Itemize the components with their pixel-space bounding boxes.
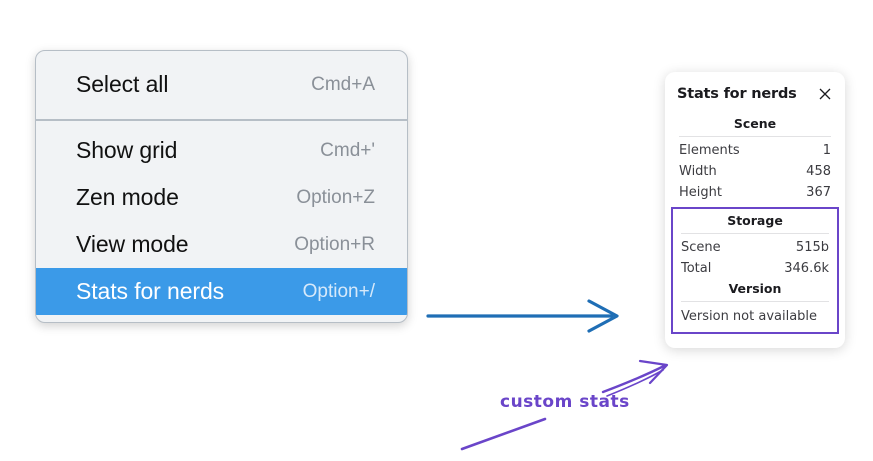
stats-for-nerds-panel: Stats for nerds Scene Elements 1 Width 4… [665, 72, 845, 348]
stat-value: 458 [806, 164, 831, 179]
menu-item-view-mode[interactable]: View mode Option+R [36, 221, 407, 268]
stat-value: 367 [806, 185, 831, 200]
purple-underline-stroke [460, 417, 547, 451]
menu-item-shortcut: Option+Z [296, 186, 375, 208]
stat-label: Width [679, 164, 717, 179]
annotation-label: custom stats [500, 392, 630, 412]
section-heading: Scene [733, 116, 777, 131]
stat-value: 346.6k [784, 261, 829, 276]
custom-stats-highlight-box: Storage Scene 515b Total 346.6k Version … [671, 207, 839, 334]
stat-row: Scene 515b [679, 237, 831, 258]
section-heading: Version [728, 281, 782, 296]
menu-item-stats-for-nerds[interactable]: Stats for nerds Option+/ [36, 268, 407, 315]
menu-item-label: Zen mode [76, 184, 179, 210]
menu-item-shortcut: Option+R [294, 233, 375, 255]
stat-label: Elements [679, 143, 740, 158]
stats-section-version: Version Version not available [679, 279, 831, 326]
panel-title: Stats for nerds [677, 86, 797, 102]
section-rule [681, 233, 829, 234]
context-menu[interactable]: Select all Cmd+A Show grid Cmd+' Zen mod… [35, 50, 408, 323]
menu-group-primary: Select all Cmd+A [36, 51, 407, 119]
stats-section-scene: Scene Elements 1 Width 458 Height 367 [677, 114, 833, 203]
stat-value: 1 [822, 143, 831, 158]
stats-section-storage: Storage Scene 515b Total 346.6k [679, 211, 831, 279]
stat-row: Width 458 [677, 161, 833, 182]
stat-row: Total 346.6k [679, 258, 831, 279]
menu-item-shortcut: Cmd+' [320, 139, 375, 161]
menu-item-zen-mode[interactable]: Zen mode Option+Z [36, 174, 407, 221]
stat-row: Elements 1 [677, 140, 833, 161]
menu-item-label: Select all [76, 71, 169, 97]
stat-value: 515b [795, 240, 829, 255]
section-heading: Storage [727, 213, 783, 228]
blue-arrow [426, 299, 619, 333]
stat-label: Scene [681, 240, 721, 255]
menu-item-label: View mode [76, 231, 189, 257]
close-icon[interactable] [817, 86, 833, 102]
stat-label: Total [681, 261, 712, 276]
menu-item-shortcut: Option+/ [302, 280, 375, 302]
menu-item-shortcut: Cmd+A [311, 73, 375, 95]
version-note: Version not available [681, 309, 818, 324]
panel-header: Stats for nerds [677, 86, 833, 102]
menu-item-select-all[interactable]: Select all Cmd+A [36, 61, 407, 108]
menu-group-view: Show grid Cmd+' Zen mode Option+Z View m… [36, 121, 407, 322]
purple-arrow [601, 359, 669, 397]
menu-item-label: Stats for nerds [76, 278, 225, 304]
menu-divider [36, 119, 407, 121]
menu-item-show-grid[interactable]: Show grid Cmd+' [36, 127, 407, 174]
stat-row: Height 367 [677, 182, 833, 203]
section-rule [679, 136, 831, 137]
menu-item-label: Show grid [76, 137, 178, 163]
section-rule [681, 301, 829, 302]
stat-label: Height [679, 185, 722, 200]
